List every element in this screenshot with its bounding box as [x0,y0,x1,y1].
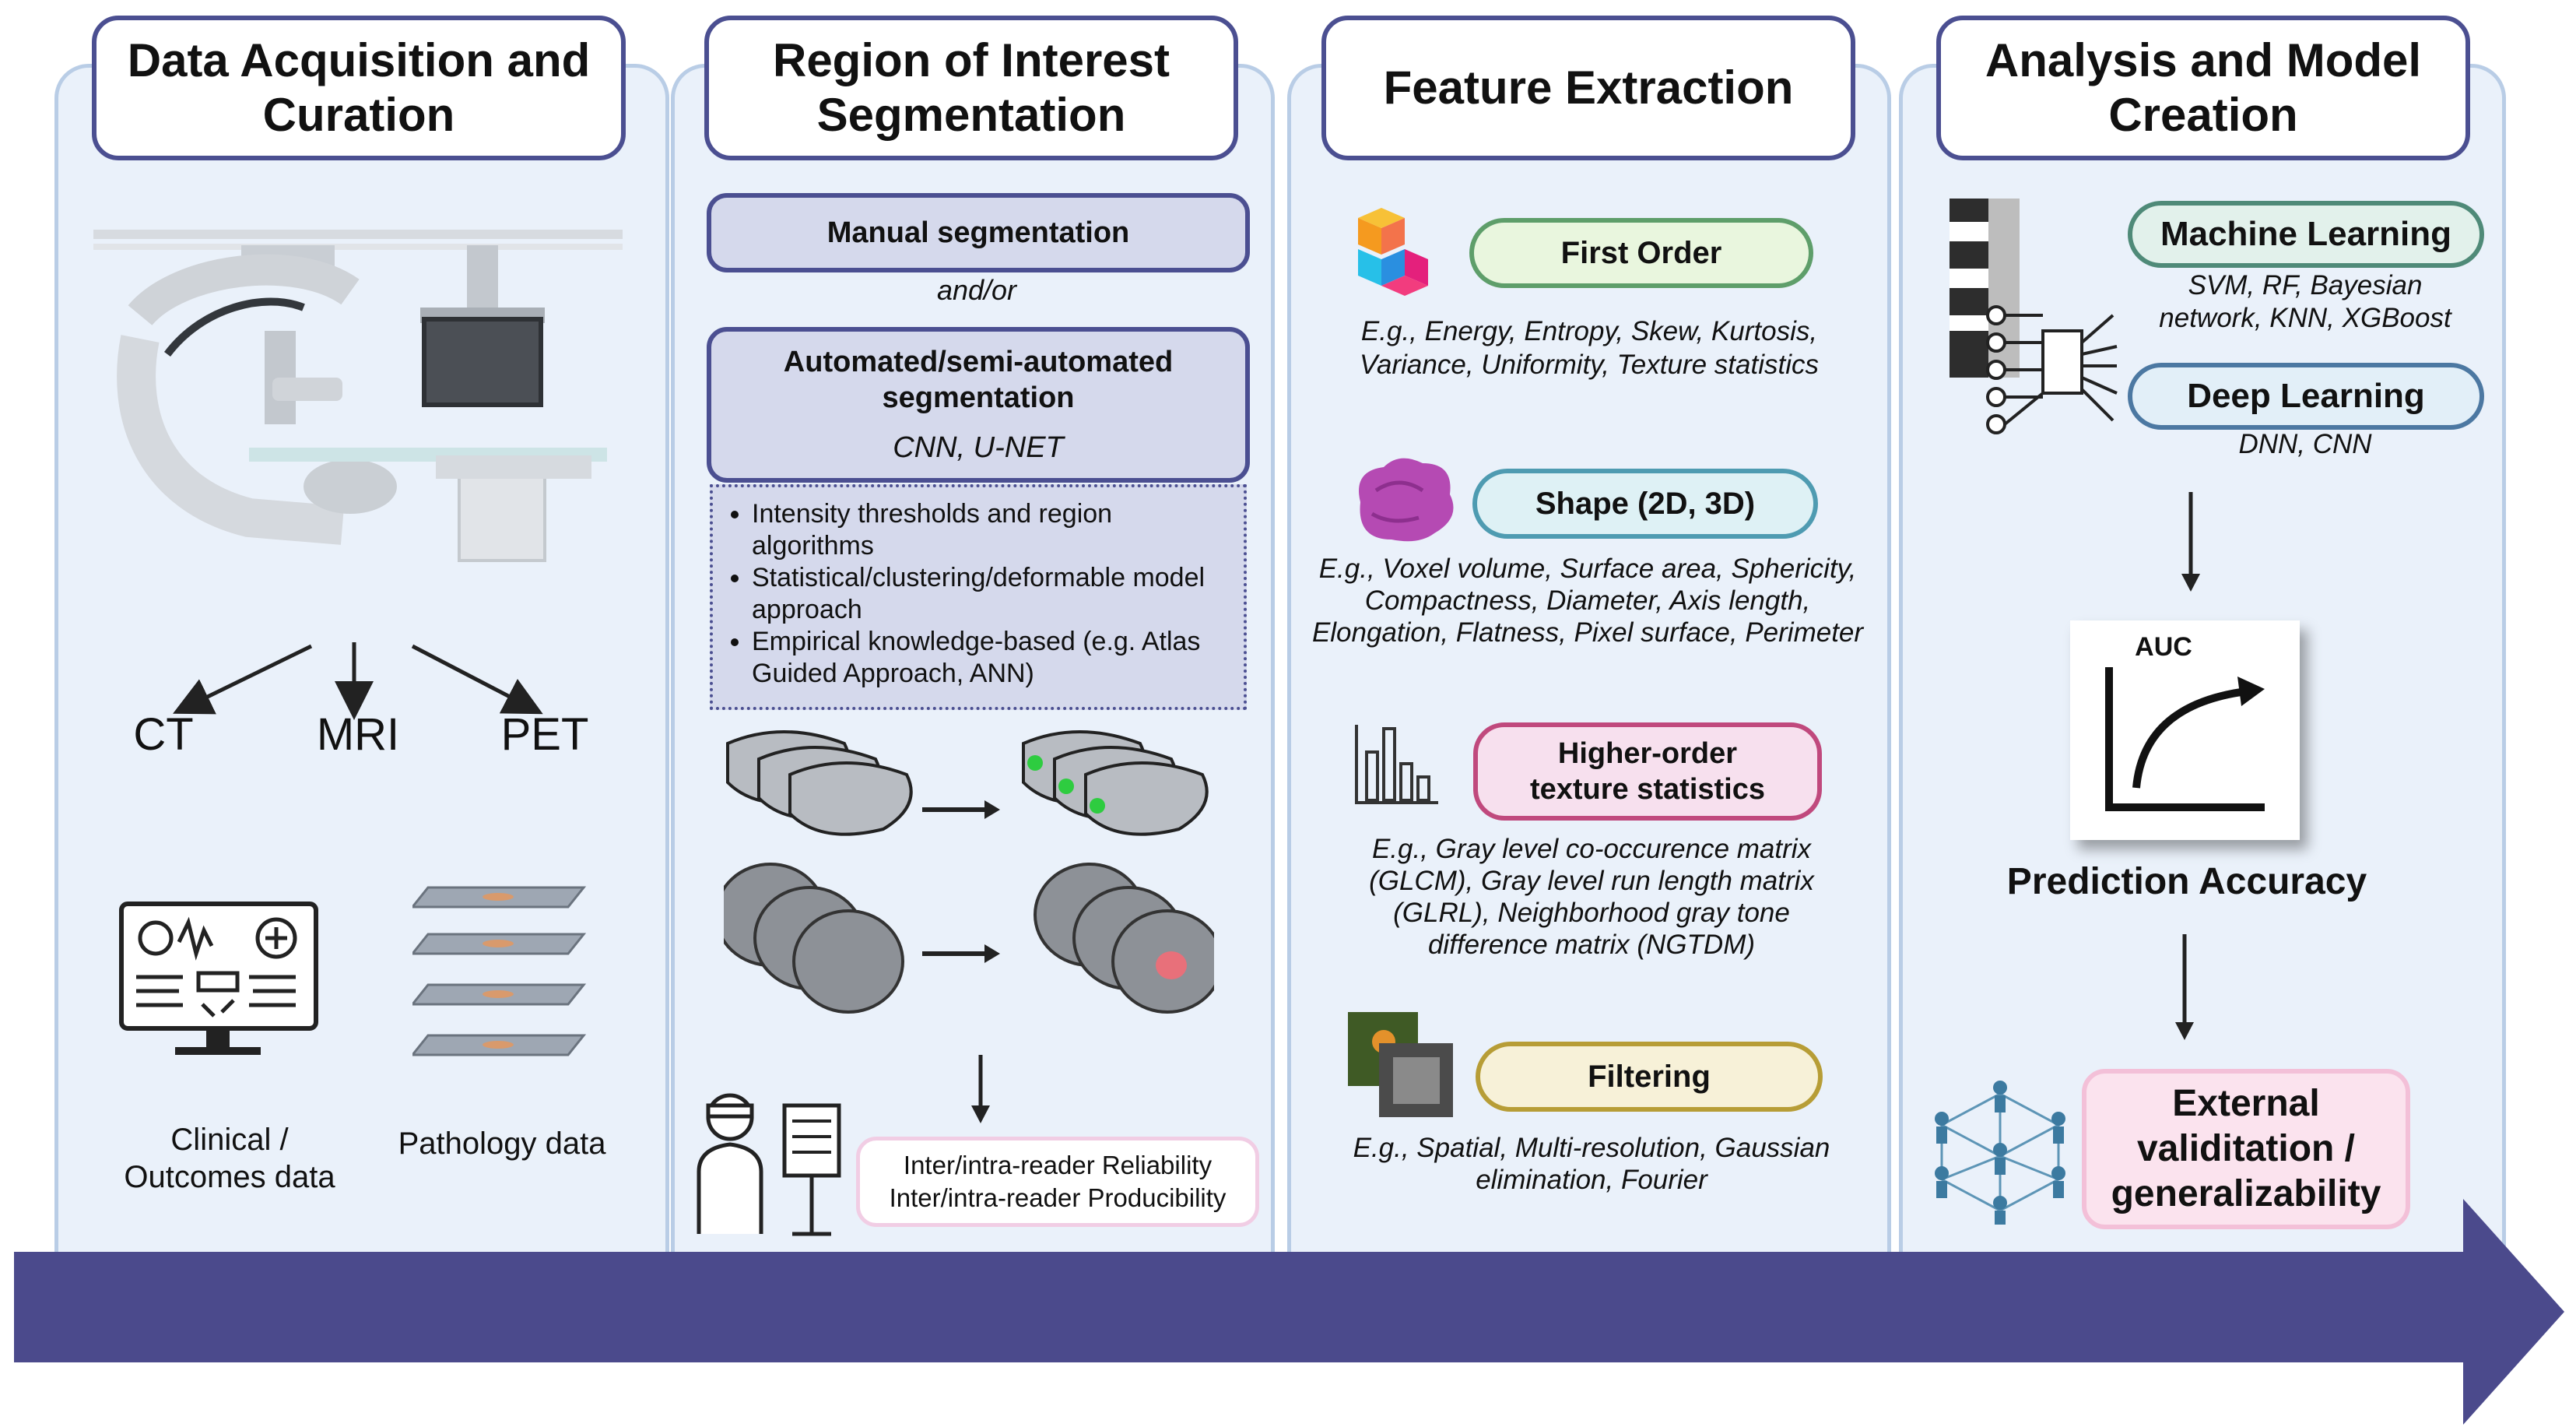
filter-photos-icon [1348,1012,1453,1117]
dl-label: Deep Learning [2187,377,2425,415]
header-analysis-text: Analysis and Model Creation [1985,34,2422,141]
cubes-icon [1358,208,1428,296]
header-segmentation-text: Region of Interest Segmentation [772,34,1170,141]
header-acquisition: Data Acquisition and Curation [92,16,626,160]
first-order-pill: First Order [1469,218,1813,288]
texture-desc: E.g., Gray level co-occurence matrix (GL… [1369,834,1814,960]
header-features: Feature Extraction [1321,16,1855,160]
manual-segmentation-box: Manual segmentation [707,193,1250,272]
pipeline-banner-arrow [14,1199,2564,1425]
header-analysis: Analysis and Model Creation [1936,16,2470,160]
clinical-outcomes-label: Clinical / Outcomes data [124,1123,335,1194]
segmentation-down-arrow [971,1055,990,1123]
shape-desc: E.g., Voxel volume, Surface area, Spheri… [1311,554,1864,648]
modality-ct: CT [133,709,194,760]
liver-ct-slices-icon [724,730,1214,1014]
auc-label: AUC [2135,632,2192,662]
analysis-arrow-2 [2175,934,2194,1040]
reader-person-icon [697,1093,841,1236]
auc-curve-icon [2105,667,2265,811]
prediction-accuracy-label: Prediction Accuracy [2006,861,2367,902]
filtering-desc: E.g., Spatial, Multi-resolution, Gaussia… [1353,1133,1830,1195]
first-order-label: First Order [1560,235,1722,270]
ml-label: Machine Learning [2160,215,2452,253]
segmentation-methods-list: Intensity thresholds and region algorith… [710,484,1247,710]
pathology-label: Pathology data [398,1126,606,1161]
shape-blob-icon [1359,458,1454,542]
neural-network-icon [1950,199,2118,434]
machine-learning-pill: Machine Learning [2128,201,2484,268]
first-order-desc: E.g., Energy, Entropy, Skew, Kurtosis, V… [1359,316,1819,380]
filtering-label: Filtering [1588,1059,1711,1094]
modality-arrows [173,642,543,720]
clinical-monitor-icon [119,902,318,1055]
header-segmentation: Region of Interest Segmentation [704,16,1238,160]
header-features-text: Feature Extraction [1383,62,1794,114]
reliability-text: Inter/intra-reader Reliability [903,1151,1213,1179]
pathology-slides-icon [412,886,587,1056]
population-network-icon [1935,1081,2065,1225]
analysis-arrow-1 [2181,492,2200,592]
producibility-text: Inter/intra-reader Producibility [889,1183,1227,1212]
modality-mri: MRI [316,709,400,760]
automated-segmentation-box: Automated/semi-automated segmentation CN… [707,327,1250,483]
ml-desc: SVM, RF, Bayesian network, KNN, XGBoost [2159,270,2451,333]
scanner-illustration-icon [93,230,623,562]
automated-title-text: Automated/semi-automated segmentation [783,346,1174,414]
header-acquisition-text: Data Acquisition and Curation [127,34,591,141]
dl-desc: DNN, CNN [2238,429,2372,459]
filtering-pill: Filtering [1476,1042,1823,1112]
andor-label: and/or [936,274,1017,306]
automated-methods-text: CNN, U-NET [893,431,1064,464]
reliability-box: Inter/intra-reader Reliability Inter/int… [856,1137,1259,1227]
shape-pill: Shape (2D, 3D) [1472,469,1818,539]
segmentation-method-item: Statistical/clustering/deformable model … [752,562,1236,626]
external-validation-text: External validitation / generalizability [2111,1083,2381,1214]
texture-pill: Higher-order texture statistics [1473,722,1822,821]
shape-label: Shape (2D, 3D) [1535,486,1756,521]
modality-pet: PET [500,709,589,760]
external-validation-box: External validitation / generalizability [2082,1069,2410,1229]
texture-label: Higher-order texture statistics [1529,737,1765,806]
bar-chart-icon [1355,725,1438,804]
manual-segmentation-text: Manual segmentation [826,216,1130,249]
segmentation-method-item: Intensity thresholds and region algorith… [752,498,1236,562]
segmentation-method-item: Empirical knowledge-based (e.g. Atlas Gu… [752,626,1236,690]
deep-learning-pill: Deep Learning [2128,363,2484,430]
